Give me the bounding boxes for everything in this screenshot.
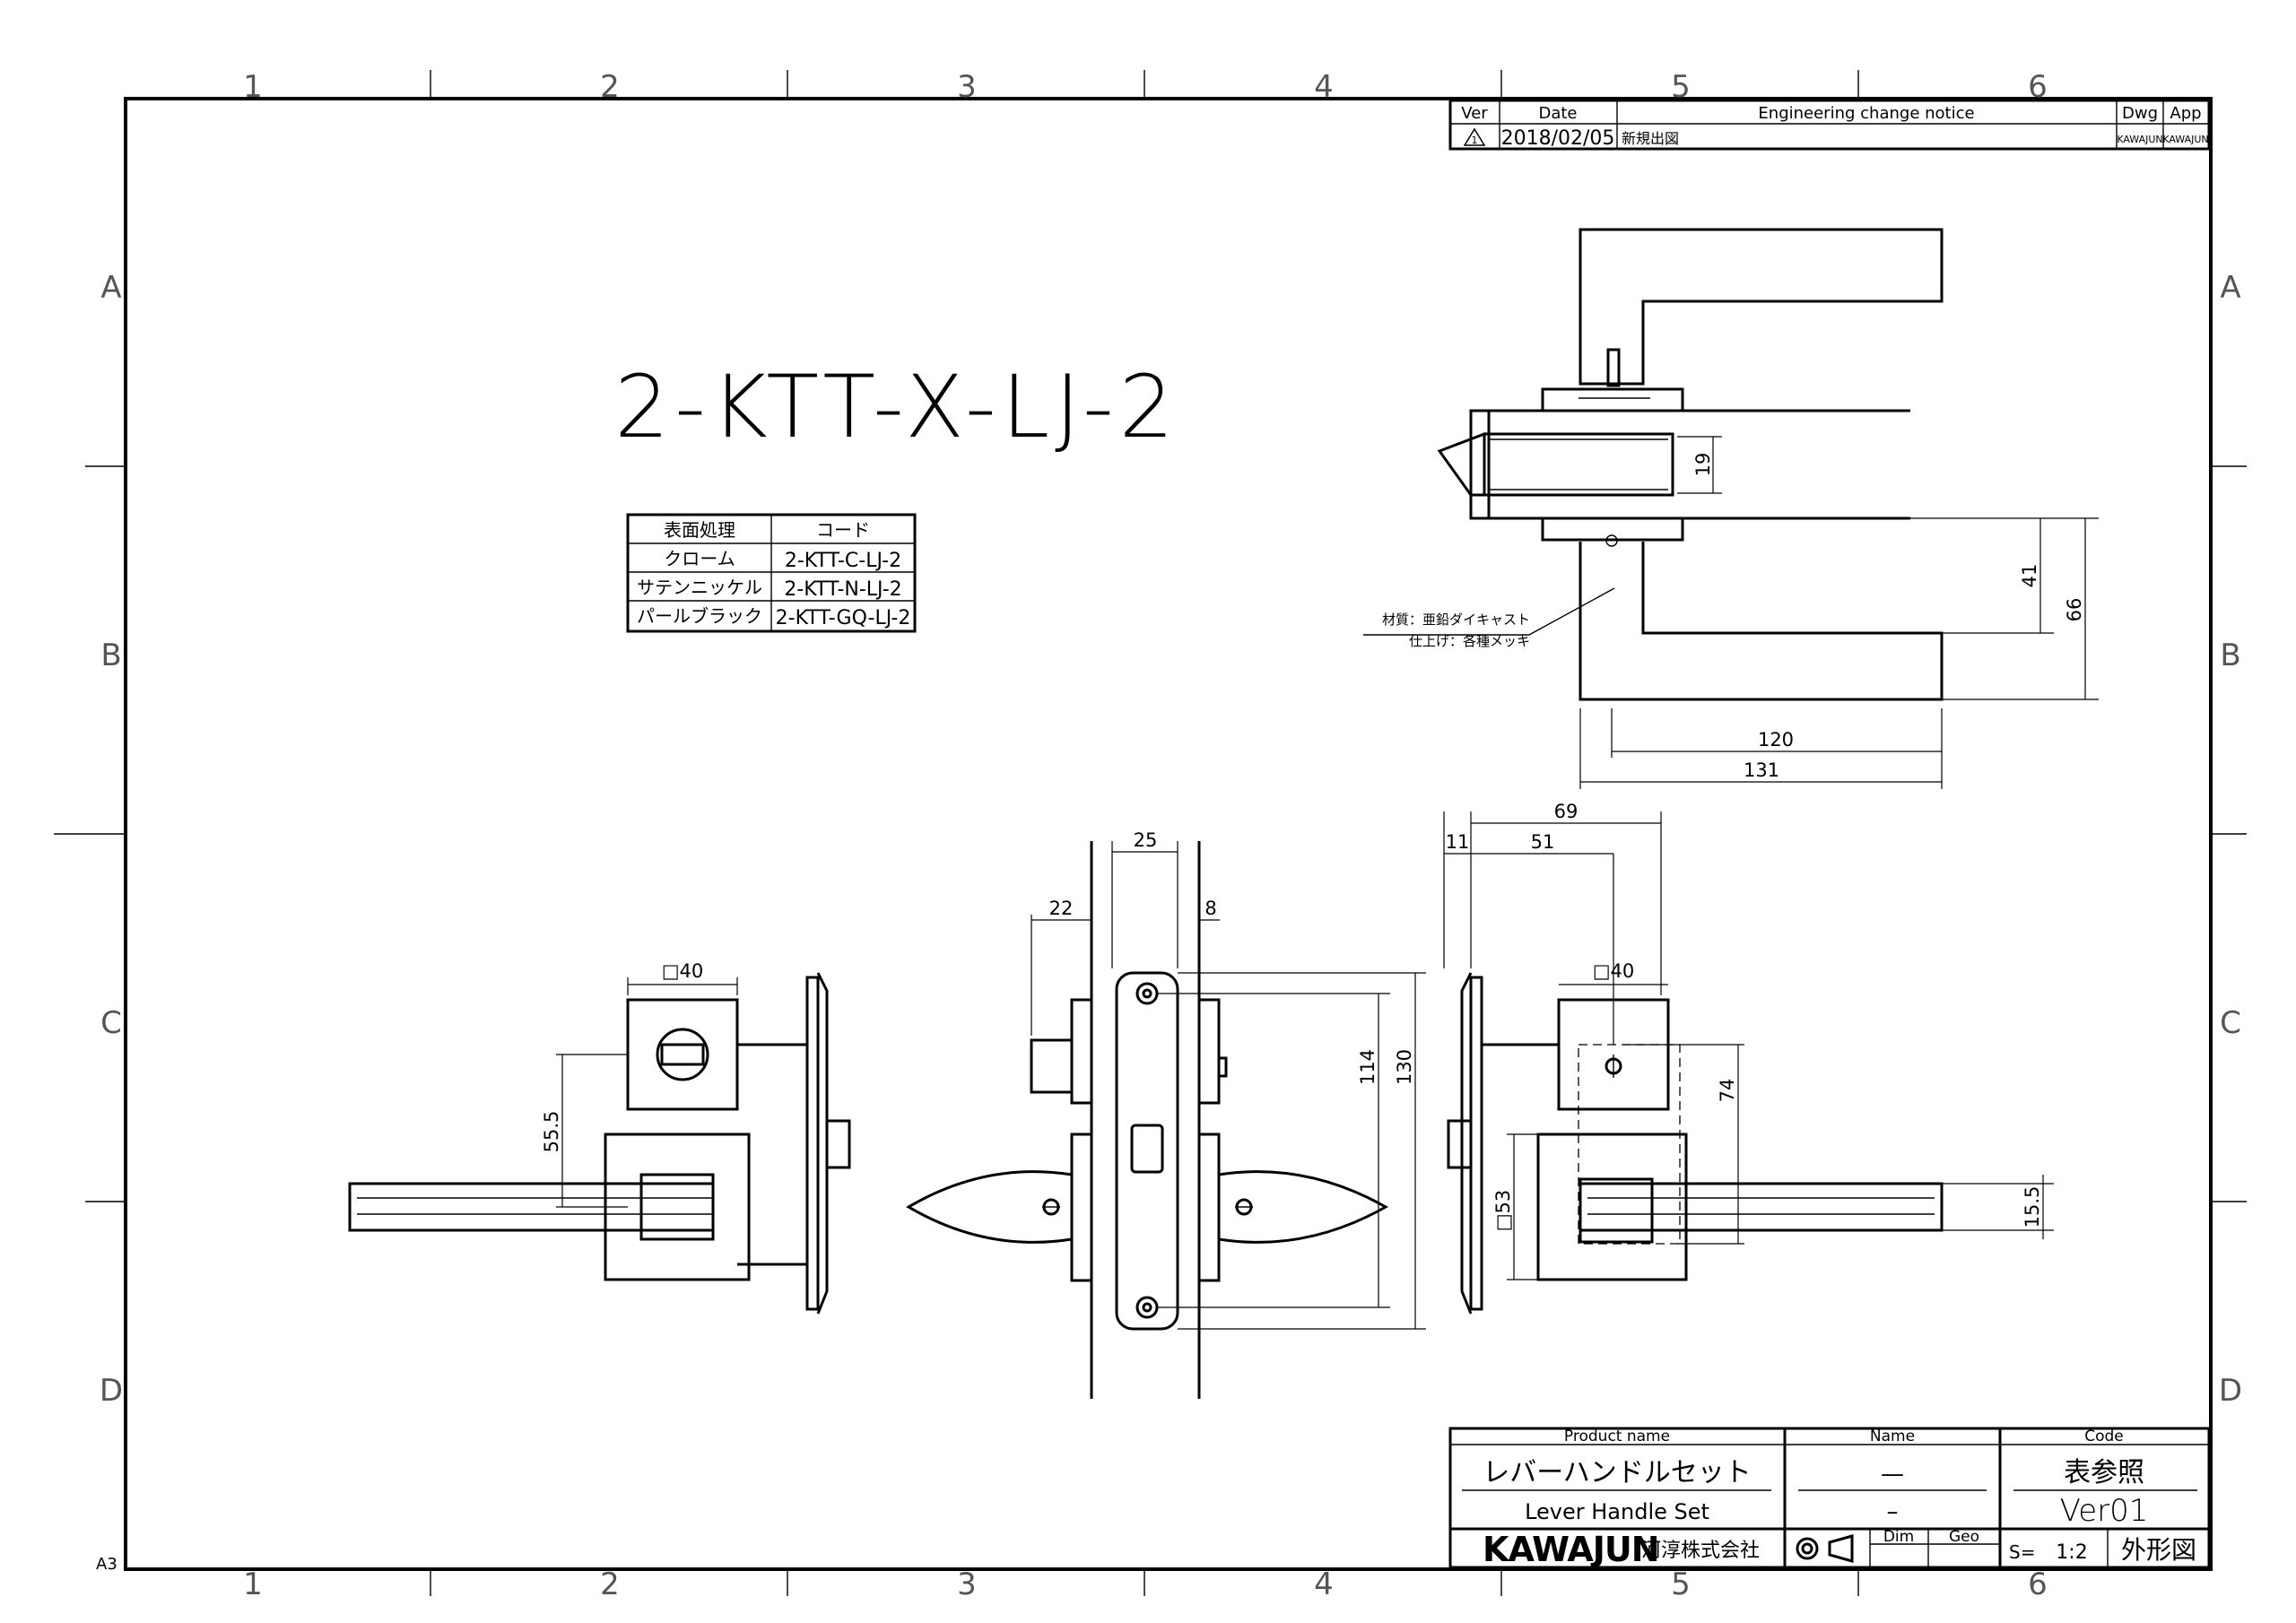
right-view: 69 11 51 □40 74 □53 15.5 [1443,801,2054,1315]
finish-cell: 2-KTT-C-LJ-2 [785,550,901,572]
tb-scale-label: S= [2009,1541,2035,1563]
tb-geo-label: Geo [1949,1528,1979,1546]
tb-company-name: 河淳株式会社 [1641,1540,1760,1562]
row-label: B [2220,638,2240,673]
rev-notice: 新規出図 [1622,130,1679,147]
dim-top-120: 120 [1758,729,1794,751]
dim-right-69: 69 [1554,801,1578,822]
row-label: A [100,270,121,306]
tb-product-name-label: Product name [1564,1428,1670,1445]
tb-name-value-1: — [1881,1461,1904,1488]
left-view: □40 55.5 [348,960,851,1315]
row-label: C [100,1005,122,1041]
rev-header-ecn: Engineering change notice [1758,104,1974,123]
tb-version: Ver01 [2060,1493,2149,1529]
column-label: 1 [243,69,263,105]
dim-left-sq40: □40 [662,960,704,982]
rev-app: KAWAJUN [2162,134,2208,145]
dim-top-41: 41 [2019,564,2040,588]
tb-name-value-2: – [1887,1498,1899,1525]
row-label: B [100,638,121,673]
tb-scale-value: 1:2 [2056,1541,2087,1564]
dim-right-74: 74 [1717,1079,1738,1103]
sheet-size-label: A3 [96,1555,117,1574]
note-finish: 仕上げ：各種メッキ [1409,633,1530,649]
finish-header-surface: 表面処理 [664,519,735,541]
dim-top-66: 66 [2064,598,2085,622]
rev-header-dwg: Dwg [2122,104,2158,123]
zone-ticks [54,70,2247,1596]
dim-right-15-5: 15.5 [2022,1186,2043,1228]
dim-center-8: 8 [1205,898,1216,919]
note-material: 材質：亜鉛ダイキャスト [1382,612,1530,628]
rev-ver: 1 [1472,135,1478,146]
dim-right-51: 51 [1531,831,1555,853]
row-label: A [2220,270,2240,306]
dim-center-130: 130 [1394,1049,1415,1085]
dim-right-11: 11 [1446,831,1470,853]
column-label: 2 [600,1567,620,1602]
finish-cell: サテンニッケル [637,577,762,598]
company-logo: KAWAJUN [1483,1530,1659,1569]
finish-cell: 2-KTT-N-LJ-2 [784,578,901,601]
projection-symbol-icon [1796,1537,1819,1560]
top-view: 19 41 66 120 131 材質：亜鉛ダイキャスト 仕上げ：各種メッキ [1363,228,2099,789]
column-label: 3 [957,1567,977,1602]
finish-cell: パールブラック [637,605,762,627]
tb-drawing-type: 外形図 [2121,1535,2196,1565]
column-label: 3 [957,69,977,105]
revision-block: Ver Date Engineering change notice Dwg A… [1448,99,2211,151]
row-label: D [100,1373,123,1409]
model-number: 2-KTT-X-LJ-2 [614,357,1179,457]
tb-product-name-jp: レバーハンドルセット [1483,1457,1751,1488]
tb-name-label: Name [1870,1428,1915,1445]
rev-header-ver: Ver [1461,104,1488,123]
row-label: D [2219,1373,2242,1409]
column-label: 5 [1671,69,1691,105]
tb-product-name-en: Lever Handle Set [1525,1499,1709,1524]
finish-cell: 2-KTT-GQ-LJ-2 [776,607,911,629]
tb-dim-label: Dim [1883,1528,1914,1546]
dim-top-19: 19 [1692,453,1714,477]
finish-cell: クローム [664,548,735,569]
column-label: 2 [600,69,620,105]
finish-table: 表面処理 コード クローム 2-KTT-C-LJ-2 サテンニッケル 2-KTT… [626,513,917,633]
tb-code-value: 表参照 [2064,1457,2144,1488]
row-label: C [2220,1005,2241,1041]
dim-top-131: 131 [1744,759,1779,781]
dim-center-114: 114 [1357,1049,1378,1085]
rev-header-date: Date [1538,104,1577,123]
rev-dwg: KAWAJUN [2117,134,2162,145]
finish-header-code: コード [816,519,870,541]
rev-date: 2018/02/05 [1501,127,1615,150]
drawing-frame [124,97,2213,1571]
title-block: Product name Name Code レバーハンドルセット Lever … [1448,1427,2211,1569]
dim-center-22: 22 [1049,898,1074,919]
column-label: 4 [1314,69,1334,105]
column-label: 1 [243,1567,263,1602]
column-label: 6 [2028,69,2048,105]
dim-left-55-5: 55.5 [541,1111,562,1153]
dim-right-sq40: □40 [1593,960,1635,982]
column-label: 6 [2028,1567,2048,1602]
dim-right-sq53: □53 [1492,1190,1514,1232]
revision-triangle-icon [1463,127,1486,146]
center-view: 25 22 8 114 130 [906,829,1426,1399]
rev-header-app: App [2170,104,2201,123]
tb-code-label: Code [2084,1428,2124,1445]
column-label: 5 [1671,1567,1691,1602]
column-label: 4 [1314,1567,1334,1602]
dim-center-25: 25 [1134,829,1158,851]
